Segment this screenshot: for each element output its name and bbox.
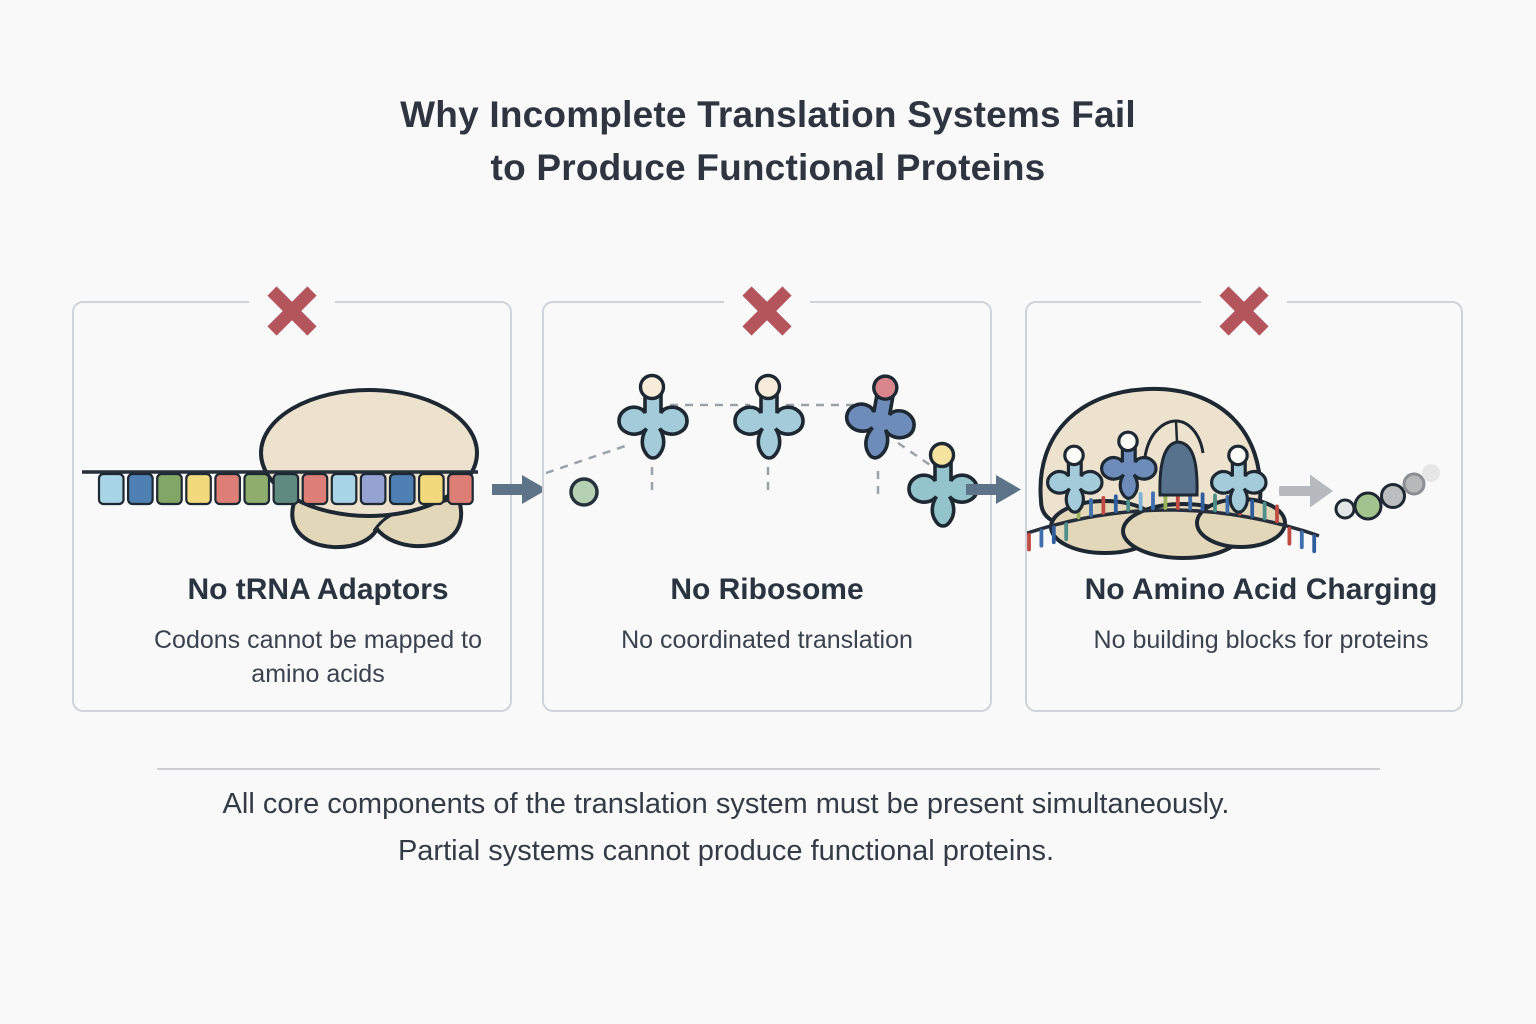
- protein-bead: [1334, 498, 1356, 520]
- panel-heading: No Ribosome: [670, 573, 864, 606]
- protein-bead: [1402, 472, 1426, 496]
- fail-x-icon: [249, 281, 335, 341]
- codon-block: [301, 472, 329, 506]
- ribosome-channel-arc: [1143, 419, 1205, 458]
- trna-ball: [638, 373, 666, 401]
- trna-ball-empty: [1063, 444, 1085, 467]
- trna-uncharged-left: [1045, 444, 1104, 514]
- codon-block: [243, 472, 271, 506]
- dashed-connectors: [545, 403, 931, 499]
- page-title-line1: Why Incomplete Translation Systems Fail: [400, 94, 1136, 135]
- floating-trnas-illustration: [545, 373, 979, 528]
- panel-caption: No tRNA Adaptors Codons cannot be mapped…: [100, 573, 536, 691]
- output-arrow-icon: [1279, 474, 1333, 508]
- footer-divider: [157, 768, 1380, 770]
- page-title: Why Incomplete Translation Systems Fail …: [0, 88, 1536, 194]
- ribosome-lobe-crease: [372, 512, 395, 532]
- codon-block: [330, 472, 358, 506]
- protein-bead: [1422, 464, 1440, 482]
- panel-no-ribosome: No Ribosome No coordinated translation: [542, 281, 992, 712]
- exit-tunnel-dome: [1158, 440, 1199, 497]
- footer-note: All core components of the translation s…: [0, 781, 1494, 875]
- panel-subtitle: No building blocks for proteins: [1093, 626, 1429, 654]
- ribosome-large-subunit: [1038, 386, 1263, 524]
- page-title-line2: to Produce Functional Proteins: [490, 147, 1046, 188]
- codon-block: [388, 472, 416, 506]
- flow-arrow-2-icon: [966, 475, 1021, 504]
- flow-arrow-1-icon: [492, 475, 547, 504]
- ribosome-large-subunit: [259, 388, 479, 518]
- codon-block: [214, 472, 241, 506]
- protein-bead: [1353, 491, 1383, 521]
- trna-ball: [872, 374, 899, 401]
- codon-block: [359, 472, 387, 506]
- x-stroke: [742, 286, 792, 336]
- mrna-ribosome-illustration: [82, 388, 479, 550]
- trna-uncharged-right: [1209, 444, 1268, 514]
- trna-ball-empty: [1227, 444, 1249, 467]
- trna-ball-empty: [1117, 430, 1139, 453]
- trna-uncharged-middle: [1099, 430, 1158, 500]
- fail-x-icon: [724, 281, 810, 341]
- panel-caption: No Ribosome No coordinated translation: [544, 573, 990, 657]
- panel-heading: No Amino Acid Charging: [1084, 573, 1438, 606]
- footer-line2: Partial systems cannot produce functiona…: [397, 835, 1055, 867]
- ribosome-small-subunit: [290, 494, 464, 550]
- panel-heading: No tRNA Adaptors: [187, 573, 449, 606]
- mrna-backbone: [1027, 508, 1320, 538]
- codon-block: [185, 472, 212, 506]
- ribosome-channel-line: [1174, 420, 1179, 443]
- amino-acid-free: [569, 477, 599, 507]
- codon-block: [447, 472, 474, 506]
- protein-bead: [1380, 483, 1406, 509]
- x-stroke: [1219, 286, 1269, 336]
- x-stroke: [267, 286, 317, 336]
- codon-block: [156, 472, 183, 506]
- ribosome-small-subunit: [1049, 497, 1287, 560]
- codon-block: [97, 472, 125, 506]
- mrna-strand: [1027, 491, 1320, 554]
- trna-ball: [928, 441, 956, 469]
- panel-no-trna-adaptors: No tRNA Adaptors Codons cannot be mapped…: [72, 281, 512, 712]
- ribosome-uncharged-trnas-illustration: [1027, 386, 1440, 560]
- trna-uncharged-1: [617, 373, 689, 460]
- fading-protein-chain: [1334, 464, 1440, 521]
- codon-block: [126, 472, 154, 506]
- trna-charged-red: [838, 374, 922, 466]
- trna-ball: [754, 373, 782, 401]
- codon-block: [272, 472, 300, 506]
- panel-caption: No Amino Acid Charging No building block…: [1044, 573, 1478, 657]
- panel-subtitle: No coordinated translation: [621, 626, 913, 654]
- panel-subtitle: Codons cannot be mapped to amino acids: [153, 626, 482, 688]
- fail-x-icon: [1201, 281, 1287, 341]
- footer-line1: All core components of the translation s…: [222, 788, 1230, 820]
- panel-no-amino-acid-charging: No Amino Acid Charging No building block…: [1025, 281, 1463, 712]
- trna-uncharged-2: [733, 373, 805, 460]
- codon-block: [418, 472, 445, 506]
- mrna-codon-strip: [97, 472, 474, 506]
